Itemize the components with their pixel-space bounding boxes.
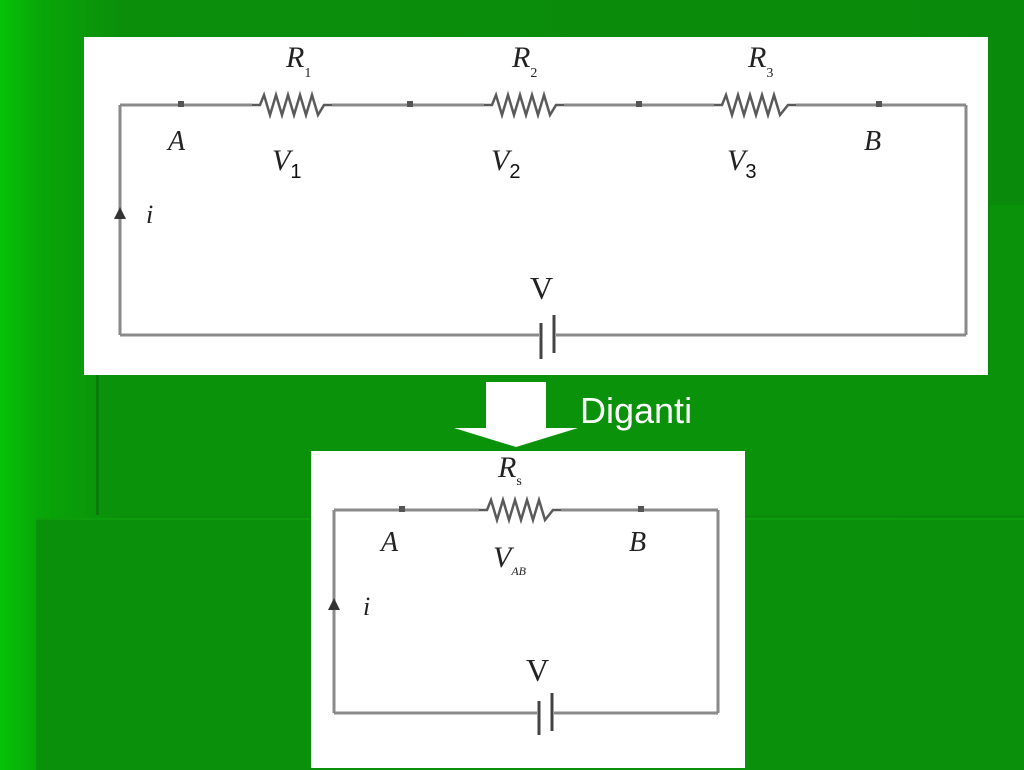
resistor-s-label: Rs <box>497 451 522 489</box>
voltage-1-label: V1 <box>272 144 301 183</box>
eq-node-a-dot <box>399 506 405 512</box>
current-label: i <box>146 200 153 229</box>
voltage-3-label: V3 <box>727 144 756 183</box>
diganti-label: Diganti <box>580 390 693 431</box>
voltage-ab-label: VAB <box>493 541 527 578</box>
eq-node-b-dot <box>638 506 644 512</box>
resistor-r2 <box>484 90 564 120</box>
eq-current-label: i <box>363 592 370 621</box>
eq-source-voltage-label: V <box>526 652 549 688</box>
resistor-2-label: R2 <box>511 41 537 81</box>
series-circuit-diagram: R1 R2 R3 V1 V2 V3 A B i V <box>114 41 968 359</box>
resistor-r3 <box>714 90 796 120</box>
source-voltage-label: V <box>530 270 553 306</box>
resistor-1-label: R1 <box>285 41 311 81</box>
equivalent-circuit-diagram: Rs VAB A B i V <box>328 451 720 735</box>
circuit-wire-sides <box>118 105 968 335</box>
eq-battery-symbol <box>537 693 554 735</box>
eq-node-a-label: A <box>379 527 399 558</box>
equivalent-circuit-panel: Rs VAB A B i V <box>311 451 745 768</box>
eq-wire-sides <box>332 510 720 713</box>
node-b-dot <box>876 101 882 107</box>
voltage-2-label: V2 <box>491 144 520 183</box>
background-block-right <box>990 205 1024 375</box>
resistor-r1 <box>252 90 332 120</box>
resistor-3-label: R3 <box>747 41 773 81</box>
node-a-label: A <box>166 126 186 157</box>
battery-symbol <box>539 315 556 359</box>
node-a-dot <box>178 101 184 107</box>
node-b-label: B <box>864 126 881 157</box>
eq-node-b-label: B <box>629 527 646 558</box>
series-circuit-panel: R1 R2 R3 V1 V2 V3 A B i V <box>84 37 988 375</box>
resistor-rs <box>479 495 561 525</box>
node-junction-1 <box>407 101 413 107</box>
node-junction-2 <box>636 101 642 107</box>
current-arrow-icon <box>114 207 126 219</box>
eq-current-arrow-icon <box>328 598 340 610</box>
